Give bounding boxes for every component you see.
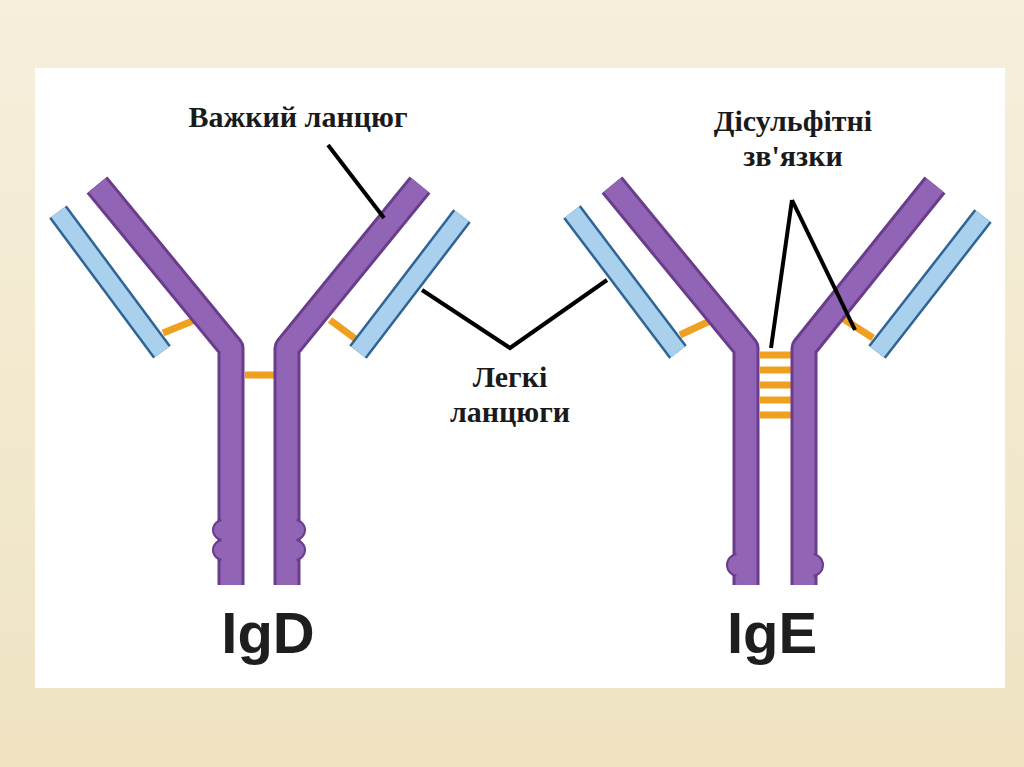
heavy-chain-label: Важкий ланцюг xyxy=(138,100,458,135)
class-name: IgE xyxy=(672,600,872,667)
light-chains-label: Легкі ланцюги xyxy=(418,360,603,429)
leader-lines xyxy=(328,145,855,348)
class-name: IgD xyxy=(168,600,368,667)
disulfide-bonds-label: Дісульфітні зв'язки xyxy=(678,104,908,173)
heavy-chains xyxy=(97,185,935,585)
